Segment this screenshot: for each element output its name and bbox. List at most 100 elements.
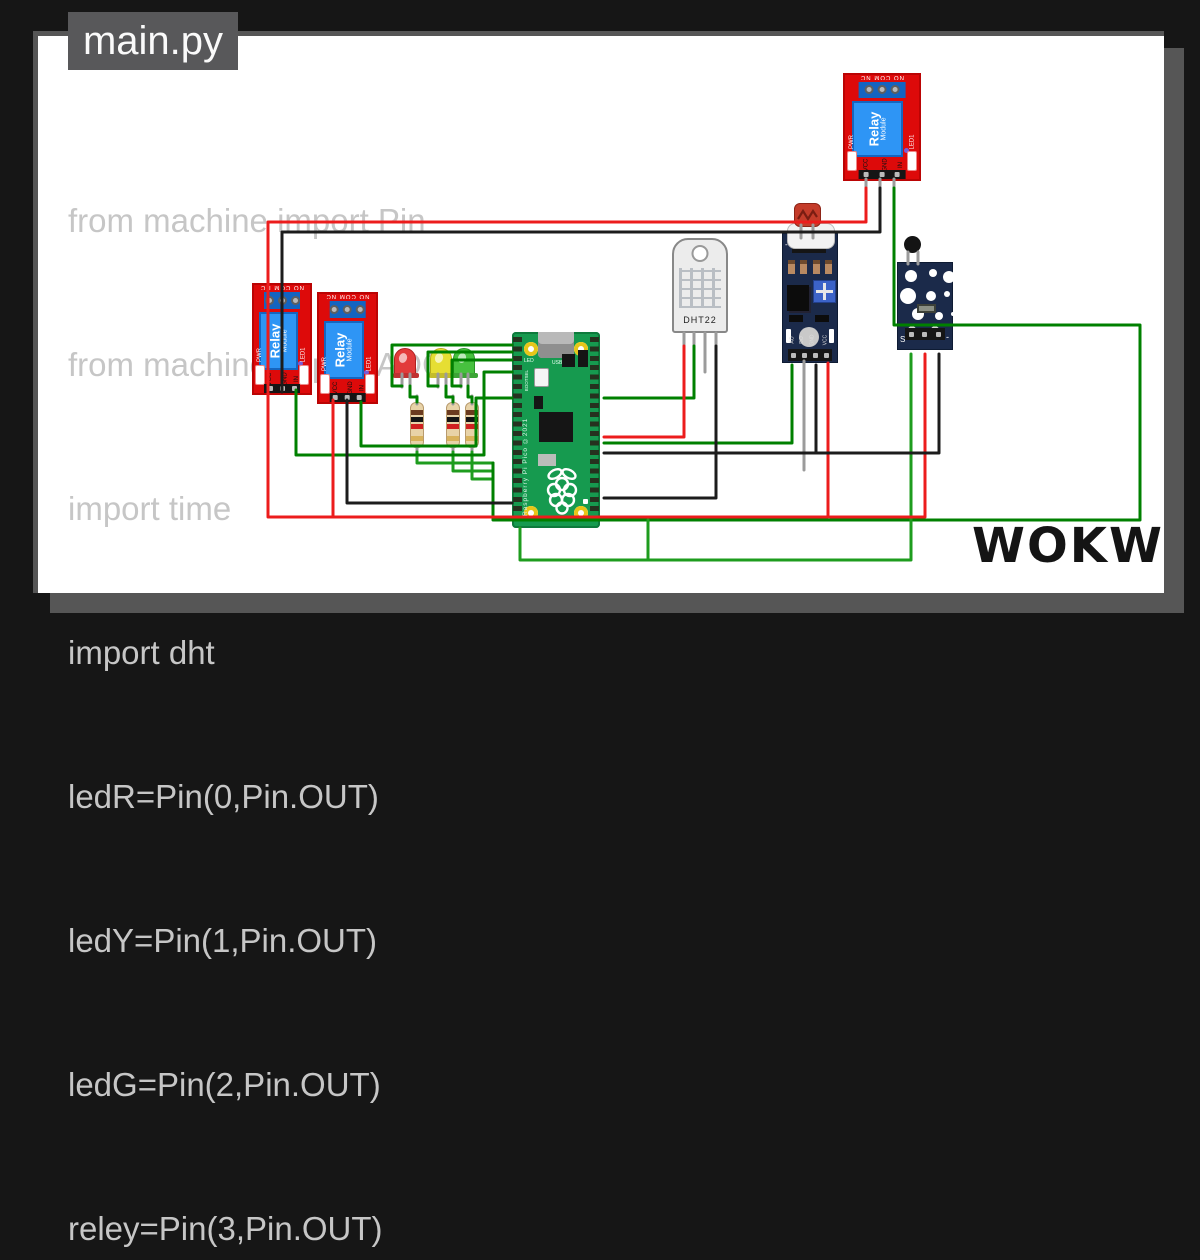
wire-green-relay1-in[interactable] bbox=[294, 370, 514, 457]
dht22-mount-hole bbox=[691, 245, 709, 262]
wiring-layer bbox=[266, 177, 1142, 562]
relay-pwr-led bbox=[320, 373, 331, 394]
smd-resistor bbox=[788, 260, 795, 274]
ntc-minus-label: - bbox=[946, 332, 949, 342]
code-line: reley=Pin(3,Pin.OUT) bbox=[68, 1210, 383, 1247]
wire-black-gnd-rail[interactable] bbox=[280, 186, 882, 394]
relay-pin-header bbox=[329, 393, 366, 402]
wire-red-vcc-rail[interactable] bbox=[266, 186, 868, 519]
relay-screw-terminal bbox=[329, 300, 366, 318]
drill-pattern bbox=[905, 270, 917, 282]
wire-black-dht-gnd[interactable] bbox=[602, 344, 718, 500]
smd-chip bbox=[534, 396, 543, 409]
relay-led-dot bbox=[363, 369, 369, 375]
ntc-s-label: S bbox=[900, 335, 906, 344]
mount-hole bbox=[524, 342, 538, 356]
bootsel-button[interactable] bbox=[534, 368, 549, 387]
pico-led-label: LED bbox=[524, 358, 534, 364]
band bbox=[411, 410, 423, 415]
wire-green-dht-data[interactable] bbox=[602, 344, 696, 400]
band bbox=[466, 424, 478, 429]
rp2040-chip bbox=[539, 412, 573, 442]
wire-green-ledY-gp1[interactable] bbox=[426, 350, 514, 388]
band bbox=[447, 417, 459, 422]
band bbox=[466, 410, 478, 415]
screw bbox=[864, 85, 874, 95]
wokwi-preview-page: { "window": { "tab_title": "main.py" }, … bbox=[0, 0, 1200, 630]
ldr-pin-header bbox=[788, 349, 832, 361]
relay-pwr-led bbox=[255, 364, 265, 385]
module-led bbox=[799, 327, 819, 347]
file-tab[interactable]: main.py bbox=[68, 12, 238, 70]
smd-resistor bbox=[825, 260, 832, 274]
wire-green-led-resistor[interactable] bbox=[466, 384, 474, 404]
resistor-1[interactable] bbox=[410, 402, 424, 448]
wire-green-resistor-bus[interactable] bbox=[470, 450, 495, 481]
smd-part bbox=[538, 454, 556, 466]
relay-pwr-led bbox=[846, 151, 857, 172]
smd-part bbox=[789, 315, 803, 322]
ntc-pin-header bbox=[905, 328, 945, 340]
photoresistor-zigzag bbox=[797, 208, 818, 222]
band bbox=[447, 424, 459, 429]
smd-part bbox=[917, 304, 936, 313]
wire-green-relayair-loop[interactable] bbox=[491, 186, 1142, 522]
pico-left-pins[interactable] bbox=[513, 337, 522, 523]
relay-led-dot bbox=[298, 360, 303, 366]
smd-chip bbox=[578, 350, 588, 367]
raspberry-pi-pico[interactable]: LED USB BOOTSEL Raspberry Pi Pico ©2021 bbox=[512, 332, 600, 528]
dht22-grille bbox=[679, 268, 721, 308]
wire-red-dht-vcc[interactable] bbox=[602, 344, 686, 439]
band bbox=[411, 424, 423, 429]
pico-usb-label: USB bbox=[552, 360, 563, 366]
raspberry-logo bbox=[546, 467, 578, 515]
screw bbox=[877, 85, 887, 95]
relay-status-led bbox=[907, 151, 918, 172]
screw bbox=[343, 304, 352, 314]
wokwi-logo: WOKWI bbox=[972, 518, 1184, 574]
wire-black-relay2-gnd[interactable] bbox=[345, 398, 514, 505]
wire-green-led-resistor[interactable] bbox=[408, 384, 419, 404]
band bbox=[411, 436, 423, 441]
ntc-temperature-module[interactable]: S - bbox=[897, 262, 953, 350]
dht22-sensor[interactable]: DHT22 bbox=[672, 238, 728, 333]
relay-pin-header bbox=[858, 170, 906, 179]
band bbox=[466, 417, 478, 422]
wire-green-ldr-ao[interactable] bbox=[602, 363, 794, 445]
wire-green-led-resistor[interactable] bbox=[444, 384, 455, 404]
code-line: ledR=Pin(0,Pin.OUT) bbox=[68, 778, 379, 815]
indicator-led bbox=[786, 329, 791, 343]
code-line: ledG=Pin(2,Pin.OUT) bbox=[68, 1066, 381, 1103]
led-red[interactable] bbox=[394, 348, 416, 376]
frame-shadow-right bbox=[1164, 48, 1184, 613]
screw bbox=[356, 304, 365, 314]
relay-status-led bbox=[364, 373, 375, 394]
band bbox=[447, 436, 459, 441]
dht22-label: DHT22 bbox=[683, 315, 717, 325]
wire-green-relay2-in[interactable] bbox=[359, 396, 514, 448]
relay-led-dot bbox=[904, 147, 910, 153]
frame-shadow-bottom bbox=[50, 593, 1184, 613]
wire-green-resistor-bus[interactable] bbox=[451, 450, 495, 473]
code-line: import time bbox=[68, 490, 232, 527]
screw bbox=[290, 295, 300, 305]
pico-right-pins[interactable] bbox=[590, 337, 599, 523]
wire-red-ntc-vcc[interactable] bbox=[828, 352, 927, 519]
diagram-canvas bbox=[38, 36, 1164, 593]
smd-resistor bbox=[813, 260, 820, 274]
wire-green-ntc-signal[interactable] bbox=[646, 352, 913, 562]
wire-green-ledG-gp2[interactable] bbox=[450, 358, 514, 388]
code-line: import dht bbox=[68, 634, 215, 671]
screw bbox=[330, 304, 339, 314]
band bbox=[466, 436, 478, 441]
onboard-led bbox=[583, 499, 588, 504]
potentiometer bbox=[813, 280, 836, 303]
wire-green-ledR-gp0[interactable] bbox=[390, 343, 514, 388]
wire-green-pico-bottom-loop[interactable] bbox=[518, 518, 650, 562]
